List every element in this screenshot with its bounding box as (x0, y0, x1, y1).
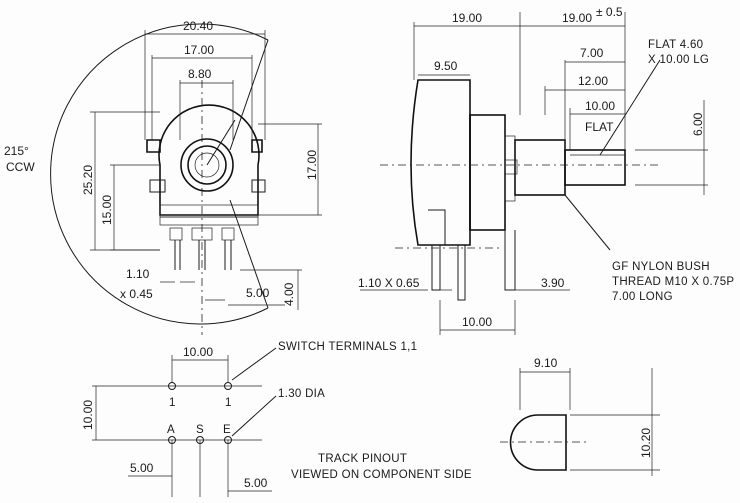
caption-line-2: VIEWED ON COMPONENT SIDE (291, 469, 472, 481)
shaft-flat-profile (509, 414, 567, 471)
shaft-end-view: 9.10 10.20 (500, 356, 660, 476)
dim-1-10x0-65: 1.10 X 0.65 (358, 276, 420, 290)
rotation-arc (50, 23, 269, 325)
rotation-direction: CCW (6, 160, 35, 174)
dim-19-00-left: 19.00 (452, 11, 482, 25)
dim-3-90: 3.90 (541, 276, 565, 290)
dim-pinout-left: 5.00 (130, 461, 154, 475)
switch-hole (168, 382, 176, 390)
dim-pinout-height: 10.00 (81, 400, 95, 430)
bush (514, 139, 566, 196)
track-hole (196, 436, 204, 444)
dim-19-00-right: 19.00 (562, 11, 592, 25)
pinout-view: 10.00 10.00 5.00 5.00 SWITCH TERMINALS 1… (81, 341, 472, 497)
dim-pin-thickness: x 0.45 (120, 287, 153, 301)
shaft-bush (180, 138, 234, 192)
caption-line-1: TRACK PINOUT (318, 453, 407, 465)
dim-10-00-flat: 10.00 (585, 99, 615, 113)
side-view: 19.00 19.00 ± 0.5 9.50 7.00 12.00 10.00 … (358, 5, 734, 335)
dim-height-17-00: 17.00 (305, 150, 319, 180)
pot-body (158, 104, 260, 216)
dim-9-50: 9.50 (434, 59, 458, 73)
dim-width-8-80: 8.80 (188, 67, 212, 81)
dim-width-17-00: 17.00 (184, 43, 214, 57)
front-view: 20.40 17.00 8.80 25.20 15.00 17.00 1.10 … (4, 19, 322, 335)
flat-note-line-2: X 10.00 LG (648, 54, 709, 66)
hole-diameter-label: 1.30 DIA (278, 388, 325, 400)
dim-shaft-9-10: 9.10 (534, 356, 558, 370)
dim-6-00: 6.00 (691, 112, 705, 136)
switch-hole (224, 382, 232, 390)
track-hole (168, 436, 176, 444)
flat-note-line-1: FLAT 4.60 (648, 39, 703, 51)
bush-note-line-2: THREAD M10 X 0.75P (612, 276, 734, 288)
switch-pin-label: 1 (169, 397, 176, 409)
bush-note-line-3: 7.00 LONG (612, 291, 673, 303)
track-pin-label-a: A (167, 424, 175, 436)
dim-pin-width: 1.10 (126, 267, 150, 281)
dim-12-00: 12.00 (578, 74, 608, 88)
switch-pin-label: 1 (225, 397, 232, 409)
track-pin-label-e: E (223, 424, 231, 436)
dim-height-25-20: 25.20 (81, 165, 95, 195)
rotation-angle: 215° (4, 144, 29, 158)
dim-width-20-40: 20.40 (183, 19, 213, 33)
dim-pinout-right: 5.00 (244, 476, 268, 490)
bush-note-line-1: GF NYLON BUSH (612, 261, 710, 273)
shaft (564, 149, 626, 186)
dim-height-15-00: 15.00 (100, 195, 114, 225)
switch-terminals-label: SWITCH TERMINALS 1,1 (278, 341, 417, 353)
dim-shaft-10-20: 10.20 (639, 428, 653, 458)
dim-pin-pitch: 5.00 (246, 286, 270, 300)
dim-pin-length: 4.00 (282, 282, 296, 306)
flat-label: FLAT (585, 120, 614, 134)
track-hole (224, 436, 232, 444)
track-pin-label-s: S (196, 424, 204, 436)
dim-10-00-bottom: 10.00 (462, 315, 492, 329)
dim-pinout-width: 10.00 (183, 345, 213, 359)
side-body (410, 79, 471, 246)
dim-7-00: 7.00 (580, 46, 604, 60)
dim-tolerance: ± 0.5 (596, 5, 623, 19)
